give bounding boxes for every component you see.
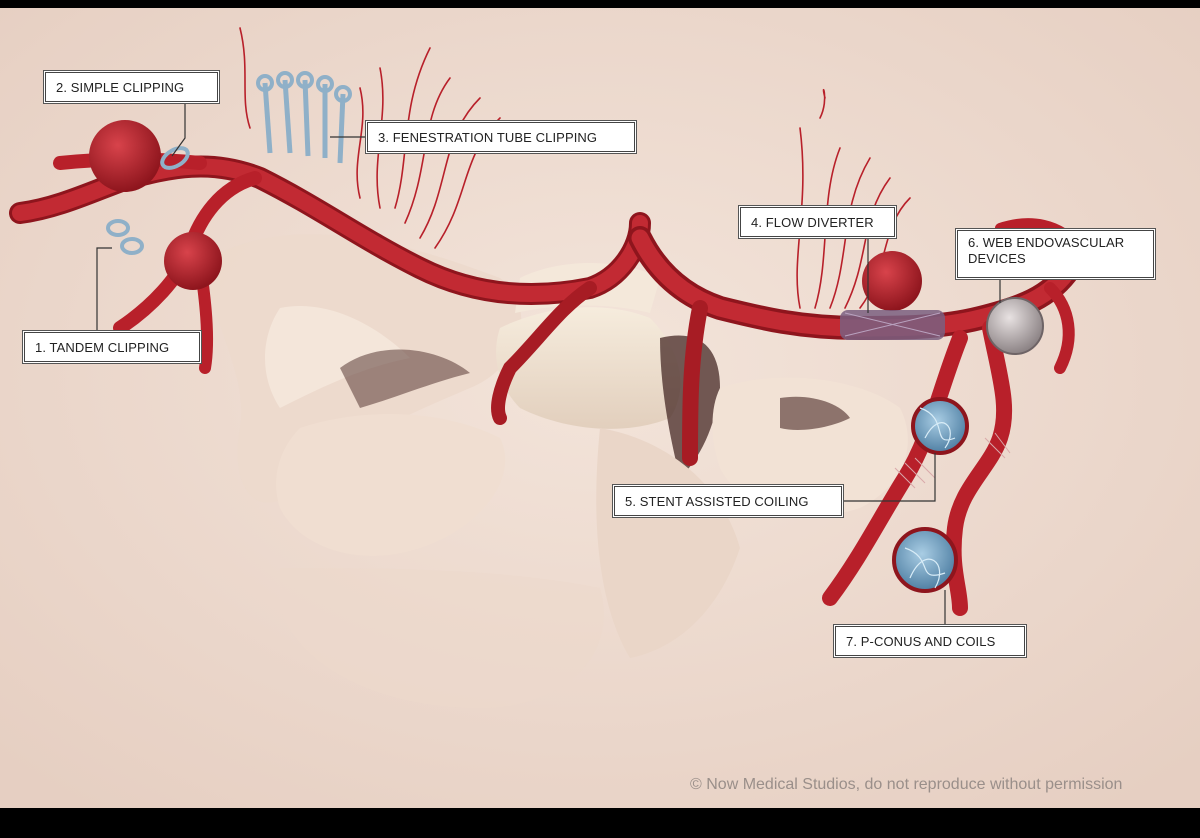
web-device bbox=[986, 297, 1044, 355]
label-flow-diverter: 4. FLOW DIVERTER bbox=[740, 207, 895, 237]
label-web-endovascular-devices: 6. WEB ENDOVASCULAR DEVICES bbox=[957, 230, 1154, 278]
label-simple-clipping: 2. SIMPLE CLIPPING bbox=[45, 72, 218, 102]
label-fenestration-tube-clipping: 3. FENESTRATION TUBE CLIPPING bbox=[367, 122, 635, 152]
diagram-frame: 2. SIMPLE CLIPPING 3. FENESTRATION TUBE … bbox=[0, 8, 1200, 808]
coil-masses bbox=[892, 397, 969, 593]
label-stent-assisted-coiling: 5. STENT ASSISTED COILING bbox=[614, 486, 842, 516]
surgical-clips bbox=[106, 71, 352, 255]
aneurysms bbox=[89, 120, 922, 311]
leader-lines bbox=[96, 102, 1001, 626]
label-tandem-clipping: 1. TANDEM CLIPPING bbox=[24, 332, 200, 362]
flow-diverter-device bbox=[840, 310, 945, 340]
stent-mesh bbox=[894, 432, 1011, 489]
label-p-conus-and-coils: 7. P-CONUS AND COILS bbox=[835, 626, 1025, 656]
copyright-notice: © Now Medical Studios, do not reproduce … bbox=[690, 776, 1123, 793]
